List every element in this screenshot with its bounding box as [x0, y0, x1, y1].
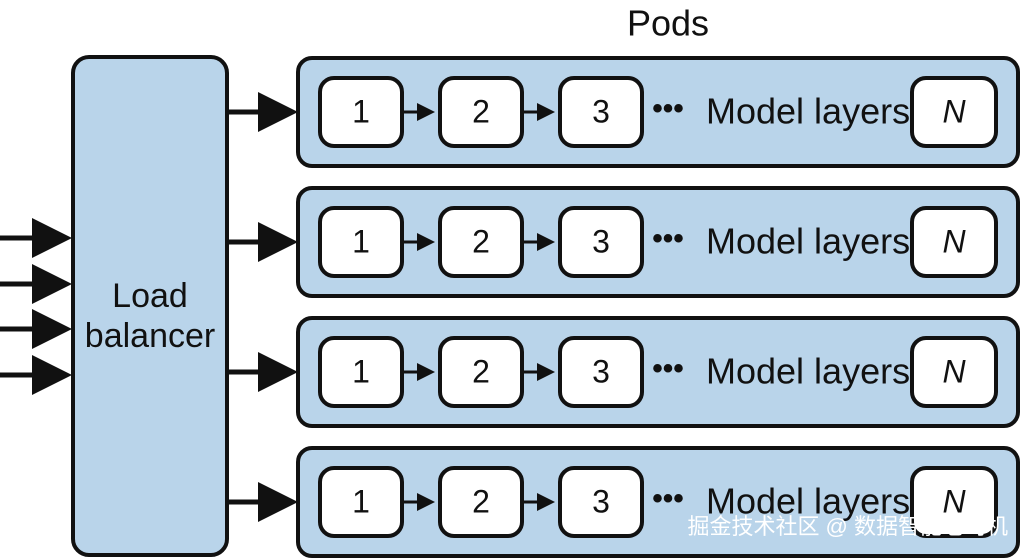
model-layer-label: 2 — [472, 353, 490, 389]
ellipsis: ••• — [652, 352, 684, 385]
model-layer-box — [438, 76, 524, 148]
pod: 1 2 3 ••• Model layers N — [229, 56, 1020, 168]
ellipsis: ••• — [652, 222, 684, 255]
model-layer-label: 1 — [352, 93, 370, 129]
pod: 1 2 3 ••• Model layers N — [229, 316, 1020, 428]
model-layer-box — [558, 76, 644, 148]
incoming-arrows — [0, 218, 72, 395]
last-layer-box — [910, 336, 998, 408]
model-layer-label: 1 — [352, 353, 370, 389]
ellipsis: ••• — [652, 482, 684, 515]
last-layer-label: N — [942, 93, 966, 129]
model-layer-label: 3 — [592, 223, 610, 259]
model-layer-box — [318, 76, 404, 148]
model-layers-label: Model layers — [706, 91, 910, 132]
model-layer-label: 2 — [472, 93, 490, 129]
last-layer-box — [910, 466, 998, 538]
last-layer-label: N — [942, 483, 966, 519]
model-layer-box — [558, 206, 644, 278]
model-layer-box — [438, 336, 524, 408]
load-balancer-label-line2: balancer — [85, 317, 215, 355]
model-layer-label: 2 — [472, 483, 490, 519]
model-layer-box — [558, 336, 644, 408]
last-layer-label: N — [942, 223, 966, 259]
model-layer-box — [558, 466, 644, 538]
model-layer-box — [438, 466, 524, 538]
model-layers-label: Model layers — [706, 351, 910, 392]
model-layers-label: Model layers — [706, 481, 910, 522]
last-layer-label: N — [942, 353, 966, 389]
model-layer-label: 2 — [472, 223, 490, 259]
last-layer-box — [910, 76, 998, 148]
model-layers-label: Model layers — [706, 221, 910, 262]
model-layer-label: 3 — [592, 93, 610, 129]
ellipsis: ••• — [652, 92, 684, 125]
load-balancer-box — [71, 55, 229, 557]
model-layer-label: 3 — [592, 353, 610, 389]
pods-title: Pods — [627, 3, 709, 44]
model-layer-box — [318, 466, 404, 538]
model-layer-box — [438, 206, 524, 278]
load-balancer: Load balancer — [71, 55, 229, 557]
model-layer-label: 3 — [592, 483, 610, 519]
last-layer-box — [910, 206, 998, 278]
model-layer-label: 1 — [352, 223, 370, 259]
model-layer-label: 1 — [352, 483, 370, 519]
pod: 1 2 3 ••• Model layers N — [229, 446, 1020, 558]
model-layer-box — [318, 206, 404, 278]
model-layer-box — [318, 336, 404, 408]
pod: 1 2 3 ••• Model layers N — [229, 186, 1020, 298]
watermark: 掘金技术社区 @ 数据智能老司机 — [687, 514, 1008, 539]
load-balancer-label-line1: Load — [112, 277, 188, 315]
